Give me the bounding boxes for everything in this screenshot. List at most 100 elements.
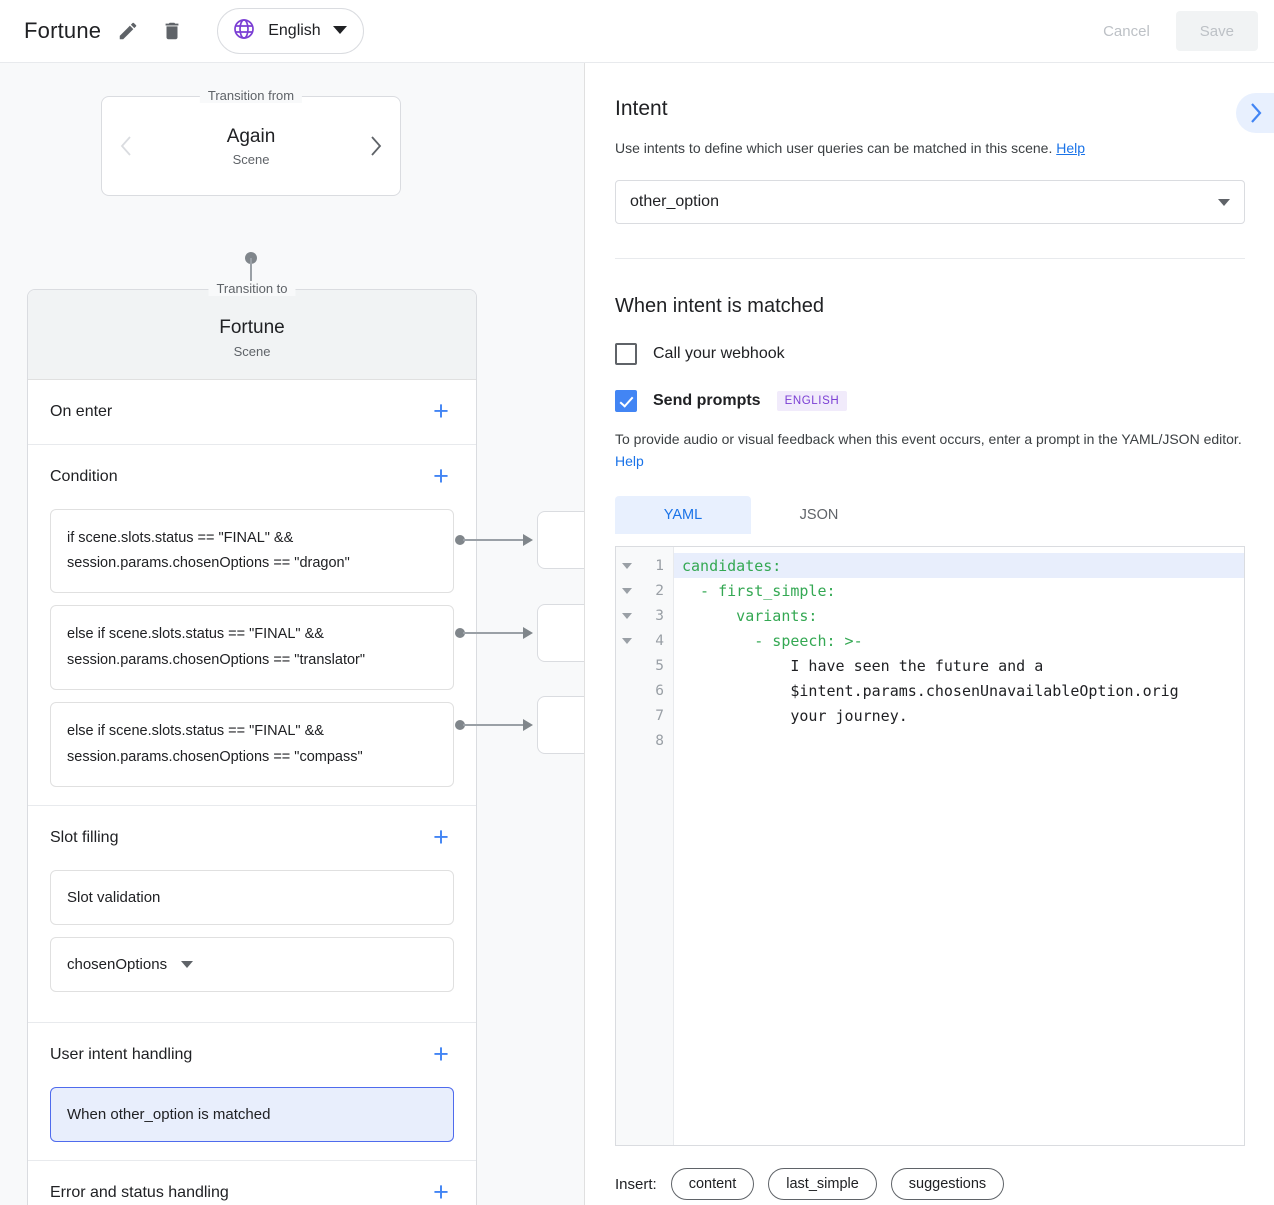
code-line: I have seen the future and a — [682, 656, 1044, 675]
target-card-stub[interactable] — [537, 696, 584, 754]
editor-code-area[interactable]: candidates: - first_simple: variants: - … — [674, 547, 1244, 1145]
gutter-line: 5 — [616, 653, 673, 678]
line-number: 6 — [655, 682, 664, 699]
prompt-help-link[interactable]: Help — [615, 452, 644, 469]
intent-description: Use intents to define which user queries… — [615, 138, 1245, 159]
condition-connector-dot — [455, 535, 465, 545]
intent-select-value: other_option — [630, 193, 719, 210]
section-header-slot-filling: Slot filling + — [50, 806, 454, 870]
section-header-condition: Condition + — [50, 445, 454, 509]
fold-toggle-icon[interactable] — [622, 637, 632, 644]
call-webhook-checkbox[interactable] — [615, 343, 637, 365]
slot-name-label: chosenOptions — [67, 955, 168, 973]
transition-to-legend: Transition to — [208, 281, 296, 296]
send-prompts-label: Send prompts — [653, 392, 761, 409]
user-intent-list: When other_option is matched — [50, 1086, 454, 1160]
condition-item[interactable]: else if scene.slots.status == "FINAL" &&… — [50, 605, 454, 691]
section-divider — [615, 258, 1245, 259]
add-slot-button[interactable]: + — [433, 822, 449, 853]
cancel-button[interactable]: Cancel — [1083, 12, 1170, 50]
intent-help-link[interactable]: Help — [1056, 140, 1086, 156]
chevron-right-icon — [1250, 103, 1261, 123]
add-on-enter-button[interactable]: + — [433, 396, 449, 427]
code-line: - first_simple: — [682, 581, 836, 600]
add-error-handler-button[interactable]: + — [433, 1177, 449, 1205]
language-badge: ENGLISH — [776, 391, 848, 411]
app-header: Fortune English — [0, 0, 1274, 63]
pencil-icon-glyph — [119, 22, 137, 40]
next-scene-icon[interactable] — [369, 135, 382, 157]
section-title-error-status: Error and status handling — [50, 1183, 229, 1201]
line-number: 1 — [655, 557, 664, 574]
gutter-line: 6 — [616, 678, 673, 703]
save-button[interactable]: Save — [1175, 11, 1258, 51]
target-card-stub[interactable] — [537, 604, 584, 662]
intent-select[interactable]: other_option — [615, 180, 1245, 224]
condition-connector-line — [463, 724, 525, 726]
globe-icon — [232, 17, 256, 46]
fold-toggle-icon[interactable] — [622, 612, 632, 619]
trash-icon-glyph — [165, 22, 179, 40]
code-line: variants: — [682, 606, 818, 625]
line-number: 8 — [655, 732, 664, 749]
insert-chip-last-simple[interactable]: last_simple — [768, 1168, 877, 1201]
fold-toggle-icon[interactable] — [622, 562, 632, 569]
add-user-intent-button[interactable]: + — [433, 1039, 449, 1070]
code-line — [674, 728, 1244, 753]
section-condition: Condition + if scene.slots.status == "FI… — [28, 445, 476, 806]
yaml-editor[interactable]: 1 2 3 4 5 6 7 8 candidates: - first_simp… — [615, 546, 1245, 1147]
call-webhook-label: Call your webhook — [653, 345, 785, 362]
slot-filling-list: Slot validation chosenOptions — [50, 869, 454, 1022]
line-number: 4 — [655, 632, 664, 649]
section-title-slot-filling: Slot filling — [50, 828, 119, 846]
condition-connector-arrow — [523, 627, 533, 639]
condition-item[interactable]: else if scene.slots.status == "FINAL" &&… — [50, 702, 454, 787]
add-condition-button[interactable]: + — [433, 461, 449, 492]
transition-from-card[interactable]: Transition from Again Scene — [101, 88, 401, 196]
prompt-hint-text: To provide audio or visual feedback when… — [615, 431, 1242, 447]
chevron-down-icon — [1218, 198, 1230, 206]
prev-scene-icon[interactable] — [120, 135, 133, 157]
pencil-icon[interactable] — [111, 14, 145, 48]
slot-item-chosenoptions[interactable]: chosenOptions — [50, 936, 454, 992]
intent-section: Intent Use intents to define which user … — [586, 63, 1274, 1147]
page-title: Fortune — [24, 18, 102, 43]
send-prompts-checkbox[interactable] — [615, 390, 637, 412]
section-header-error-status: Error and status handling + — [50, 1161, 454, 1205]
target-card-stub[interactable] — [537, 511, 584, 569]
condition-item[interactable]: if scene.slots.status == "FINAL" && sess… — [50, 508, 454, 594]
insert-label: Insert: — [615, 1175, 657, 1193]
editor-gutter: 1 2 3 4 5 6 7 8 — [616, 547, 674, 1146]
expand-panel-button[interactable] — [1236, 93, 1274, 133]
section-slot-filling: Slot filling + Slot validation chosenOpt… — [28, 806, 476, 1023]
tab-json[interactable]: JSON — [799, 507, 839, 524]
intent-detail-pane: Intent Use intents to define which user … — [586, 63, 1274, 1205]
send-prompts-row: Send prompts ENGLISH — [615, 390, 1245, 412]
fold-toggle-icon[interactable] — [622, 587, 632, 594]
language-selector[interactable]: English — [217, 8, 364, 54]
globe-icon-glyph — [234, 18, 255, 39]
tab-yaml[interactable]: YAML — [615, 496, 751, 535]
insert-chip-suggestions[interactable]: suggestions — [890, 1168, 1005, 1201]
gutter-line: 7 — [616, 703, 673, 728]
section-error-status: Error and status handling + — [28, 1161, 476, 1205]
condition-text: else if scene.slots.status == "FINAL" &&… — [67, 626, 366, 668]
transition-to-name: Fortune — [219, 317, 285, 338]
code-line: - speech: >- — [682, 631, 863, 650]
intent-title: Intent — [615, 97, 668, 120]
trash-icon[interactable] — [155, 14, 189, 48]
condition-connector-dot — [455, 628, 465, 638]
scene-card-header: Transition to Fortune Scene — [28, 281, 476, 380]
chevron-down-icon-glyph — [332, 26, 347, 34]
line-number: 3 — [655, 607, 664, 624]
section-user-intent-handling: User intent handling + When other_option… — [28, 1023, 476, 1161]
scene-graph-pane: Transition from Again Scene Transiti — [0, 63, 585, 1205]
section-header-user-intent: User intent handling + — [50, 1023, 454, 1087]
editor-format-tabs: YAML JSON — [615, 496, 1245, 535]
insert-chip-content[interactable]: content — [670, 1168, 755, 1201]
slot-validation-item[interactable]: Slot validation — [50, 869, 454, 925]
section-title-user-intent: User intent handling — [50, 1045, 193, 1063]
user-intent-item-selected[interactable]: When other_option is matched — [50, 1086, 454, 1142]
gutter-line: 8 — [616, 728, 673, 753]
